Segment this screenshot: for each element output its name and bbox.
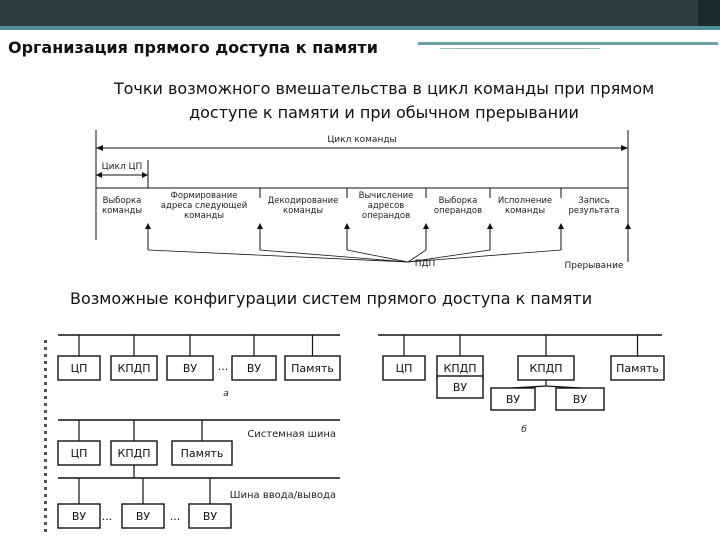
stage-label-2: адреса следующей: [161, 201, 247, 211]
caption-line-2: доступе к памяти и при обычном прерывани…: [189, 103, 579, 122]
config-c-ellipsis-1: ...: [102, 510, 113, 523]
config-b-dev-2-box: [555, 387, 605, 411]
config-a-1-label: ЦП: [71, 362, 88, 375]
cycle-diagram: Цикл команды Цикл ЦП ВыборкакомандыФорми…: [95, 130, 631, 271]
slide-top-accent: [0, 26, 720, 30]
config-a-ellipsis: ...: [218, 360, 229, 373]
config-c-bottom-3-box: [188, 503, 232, 529]
config-b-1-box: [382, 355, 426, 381]
stage-label-7: результата: [569, 206, 620, 216]
config-b-label: б: [521, 425, 527, 435]
config-a-1-box: [57, 355, 101, 381]
stage-label-1: Выборка: [103, 196, 142, 206]
stage-label-3: Декодирование: [268, 196, 339, 206]
stage-label-2: Формирование: [171, 191, 238, 201]
config-a-3-label: ВУ: [183, 362, 198, 375]
config-b-4-label: Память: [616, 362, 659, 375]
config-c-top-3-box: [171, 440, 233, 466]
cycle-label: Цикл команды: [327, 135, 396, 145]
config-c-top-2-label: КПДП: [118, 447, 151, 460]
config-b-sub-box: [436, 375, 484, 399]
slide-top-bar: [0, 0, 720, 26]
config-c-top-1-box: [57, 440, 101, 466]
stage-label-5: Выборка: [439, 196, 478, 206]
caption-line-1: Точки возможного вмешательства в цикл ко…: [113, 79, 655, 98]
dma-fan-line: [346, 249, 409, 263]
dma-fan-line: [147, 249, 409, 263]
dma-fan-line: [259, 249, 409, 263]
config-c-bottom-1-box: [57, 503, 101, 529]
stage-label-3: команды: [283, 206, 323, 216]
dma-fan-line: [407, 249, 562, 263]
config-b-4-box: [610, 355, 665, 381]
config-c-bottom-2-label: ВУ: [136, 510, 151, 523]
dma-label: ПДП: [415, 259, 436, 269]
stage-label-7: Запись: [578, 196, 609, 206]
stage-label-4: адресов: [368, 201, 405, 211]
config-b-dev-2-label: ВУ: [573, 393, 588, 406]
stage-label-2: команды: [184, 211, 224, 221]
scan-margin-mark: [44, 340, 47, 535]
dma-arrows: [145, 223, 631, 263]
config-a-3-box: [166, 355, 214, 381]
config-c-bottom-2-box: [121, 503, 165, 529]
config-c-bottom-3-label: ВУ: [203, 510, 218, 523]
config-a-2-box: [110, 355, 158, 381]
config-c-top-3-label: Память: [181, 447, 224, 460]
config-b-3-box: [517, 355, 575, 381]
config-a-4-label: ВУ: [247, 362, 262, 375]
io-bus-label: Шина ввода/вывода: [230, 490, 336, 501]
config-b-3-label: КПДП: [530, 362, 563, 375]
system-bus-label: Системная шина: [247, 429, 336, 440]
dma-fan-line: [407, 249, 491, 263]
config-c-top-1-label: ЦП: [71, 447, 88, 460]
title-rule-thin: [440, 48, 600, 49]
config-c: Системная шина Шина ввода/вывода ЦП КПДП П…: [57, 419, 340, 529]
config-a-5-label: Память: [291, 362, 334, 375]
interrupt-label: Прерывание: [565, 261, 624, 271]
config-a-boxes: ЦП КПДП ВУ ВУ Память: [57, 335, 341, 381]
config-c-bottom-1-label: ВУ: [72, 510, 87, 523]
config-b-1-label: ЦП: [396, 362, 413, 375]
cpu-cycle-arrowheads: [96, 172, 148, 178]
slide-top-bar-corner: [698, 0, 720, 26]
stage-label-1: команды: [102, 206, 142, 216]
dma-fan-line: [407, 249, 427, 263]
diagram-caption-1: Точки возможного вмешательства в цикл ко…: [84, 77, 684, 125]
config-a-4-box: [231, 355, 277, 381]
stage-label-6: Исполнение: [498, 196, 552, 206]
config-a-2-label: КПДП: [118, 362, 151, 375]
cpu-cycle-label: Цикл ЦП: [102, 162, 143, 172]
stage-label-6: команды: [505, 206, 545, 216]
config-a-label: а: [223, 389, 229, 399]
config-b-2-label: КПДП: [444, 362, 477, 375]
stage-label-4: Вычисление: [359, 191, 414, 201]
config-c-ellipsis-2: ...: [170, 510, 181, 523]
config-a-5-box: [284, 355, 341, 381]
config-a: ЦП КПДП ВУ ВУ Память ... а: [57, 334, 341, 399]
stage-label-4: операндов: [362, 211, 410, 221]
diagram-caption-2: Возможные конфигурации систем прямого до…: [70, 289, 593, 308]
config-b-sub-label: ВУ: [453, 381, 468, 394]
stage-label-5: операндов: [434, 206, 482, 216]
config-b-dev-1-label: ВУ: [506, 393, 521, 406]
slide-title: Организация прямого доступа к памяти: [8, 38, 378, 57]
config-b-dev-1-box: [490, 387, 536, 411]
title-rule: [418, 42, 718, 45]
